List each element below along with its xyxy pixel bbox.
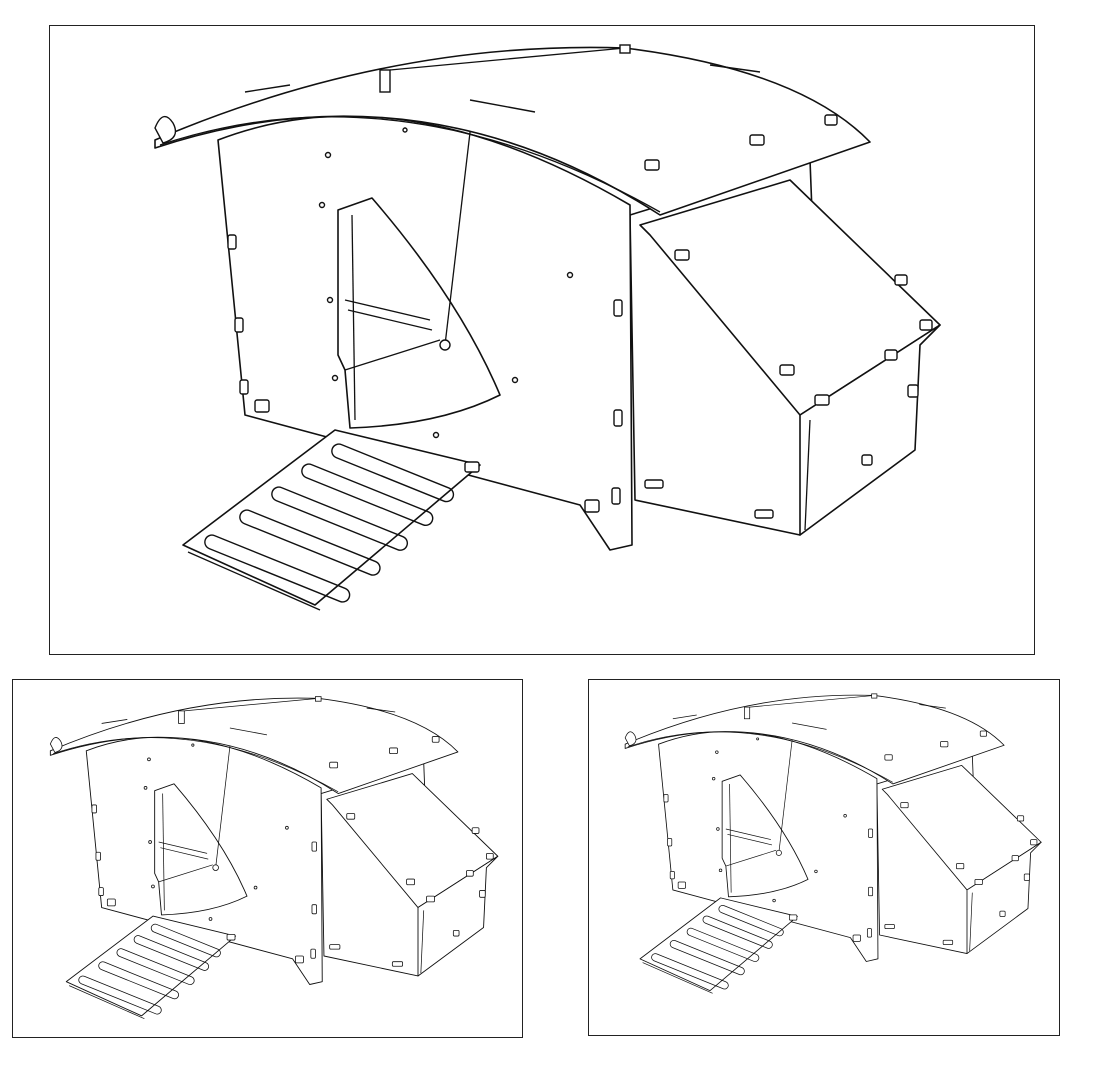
panel-right-frame xyxy=(588,679,1060,1036)
coop-right-drawing xyxy=(624,693,1042,994)
coop-main-drawing xyxy=(154,44,941,611)
coop-left-drawing xyxy=(49,696,499,1020)
panel-main-frame xyxy=(49,25,1035,655)
panel-left-frame xyxy=(12,679,523,1038)
